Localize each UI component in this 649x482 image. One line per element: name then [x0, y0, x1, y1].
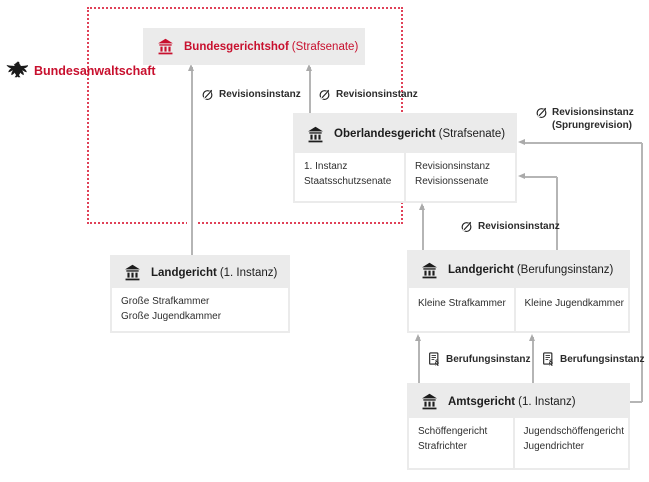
edge-line-ag-to-lgb-left — [418, 337, 420, 383]
court-title: Bundesgerichtshof(Strafsenate) — [184, 40, 359, 53]
paragraph-document-icon: § — [542, 352, 555, 366]
federal-eagle-icon — [6, 61, 28, 81]
circular-arrow-icon — [535, 106, 548, 119]
court-cell: Kleine Strafkammer — [409, 288, 514, 331]
edge-line-olg-to-bgh — [309, 67, 311, 117]
edge-label-text: Revisionsinstanz — [336, 89, 418, 100]
edge-line-lgb-to-olg — [422, 206, 424, 250]
courthouse-icon — [420, 261, 439, 280]
edge-label-berufung-right: § Berufungsinstanz — [542, 352, 644, 366]
circular-arrow-icon — [318, 88, 331, 101]
court-cell: 1. Instanz Staatsschutzsenate — [295, 153, 404, 201]
court-title: Landgericht(Berufungsinstanz) — [448, 264, 614, 276]
edge-line-lg-to-bgh — [191, 67, 193, 255]
edge-label-revision-left: Revisionsinstanz — [201, 88, 301, 101]
court-title: Landgericht(1. Instanz) — [151, 266, 278, 279]
arrowhead-up-icon — [529, 334, 535, 341]
court-box-amtsgericht: Amtsgericht(1. Instanz) Schöffengericht … — [407, 383, 630, 470]
arrowhead-up-icon — [415, 334, 421, 341]
court-title: Oberlandesgericht(Strafsenate) — [334, 128, 506, 140]
svg-text:§: § — [549, 358, 553, 366]
edge-label-text: Revisionsinstanz — [219, 89, 301, 100]
court-cell: Revisionsinstanz Revisionssenate — [406, 153, 515, 201]
edge-line-sprungrevision-h-top — [525, 142, 642, 144]
court-cell: Jugendschöffengericht Jugendrichter — [514, 418, 628, 468]
circular-arrow-icon — [201, 88, 214, 101]
courthouse-icon — [420, 392, 439, 411]
arrowhead-up-icon — [419, 203, 425, 210]
edge-line-lgb-to-olg-elbow-h — [525, 176, 557, 178]
arrowhead-up-icon — [306, 64, 312, 71]
court-box-landgericht-berufungsinstanz: Landgericht(Berufungsinstanz) Kleine Str… — [407, 250, 630, 333]
court-cell: Schöffengericht Strafrichter — [409, 418, 513, 468]
edge-label-berufung-left: § Berufungsinstanz — [428, 352, 530, 366]
circular-arrow-icon — [460, 220, 473, 233]
edge-label-text: Berufungsinstanz — [560, 353, 645, 365]
edge-line-sprungrevision-h-bottom — [627, 401, 642, 403]
edge-label-revision-mid: Revisionsinstanz — [460, 220, 560, 233]
court-box-oberlandesgericht: Oberlandesgericht(Strafsenate) 1. Instan… — [293, 113, 517, 203]
edge-line-sprungrevision-v — [641, 143, 643, 402]
edge-label-text: Revisionsinstanz — [552, 107, 634, 118]
arrowhead-up-icon — [188, 64, 194, 71]
courthouse-icon — [306, 125, 325, 144]
edge-label-sprungrevision: Revisionsinstanz (Sprungrevision) — [535, 106, 634, 131]
bundesanwaltschaft: Bundesanwaltschaft — [6, 61, 156, 81]
edge-label-revision-right: Revisionsinstanz — [318, 88, 418, 101]
edge-label-text: Berufungsinstanz — [446, 353, 531, 365]
arrowhead-left-icon — [518, 173, 525, 179]
paragraph-document-icon: § — [428, 352, 441, 366]
edge-label-subtext: (Sprungrevision) — [552, 120, 633, 131]
courthouse-icon — [156, 37, 175, 56]
svg-text:§: § — [435, 358, 439, 366]
edge-line-ag-to-lgb-right — [532, 337, 534, 383]
court-box-landgericht-erste-instanz: Landgericht(1. Instanz) Große Strafkamme… — [110, 255, 290, 333]
bundesanwaltschaft-label: Bundesanwaltschaft — [34, 64, 156, 78]
court-cell: Große Strafkammer Große Jugendkammer — [112, 288, 288, 331]
courthouse-icon — [123, 263, 142, 282]
edge-label-text: Revisionsinstanz — [478, 221, 560, 232]
arrowhead-left-icon — [518, 139, 525, 145]
edge-line-lgb-to-olg-elbow-v — [556, 177, 558, 250]
court-cell: Kleine Jugendkammer — [515, 288, 628, 331]
court-box-bundesgerichtshof: Bundesgerichtshof(Strafsenate) — [143, 28, 365, 65]
court-title: Amtsgericht(1. Instanz) — [448, 395, 576, 408]
